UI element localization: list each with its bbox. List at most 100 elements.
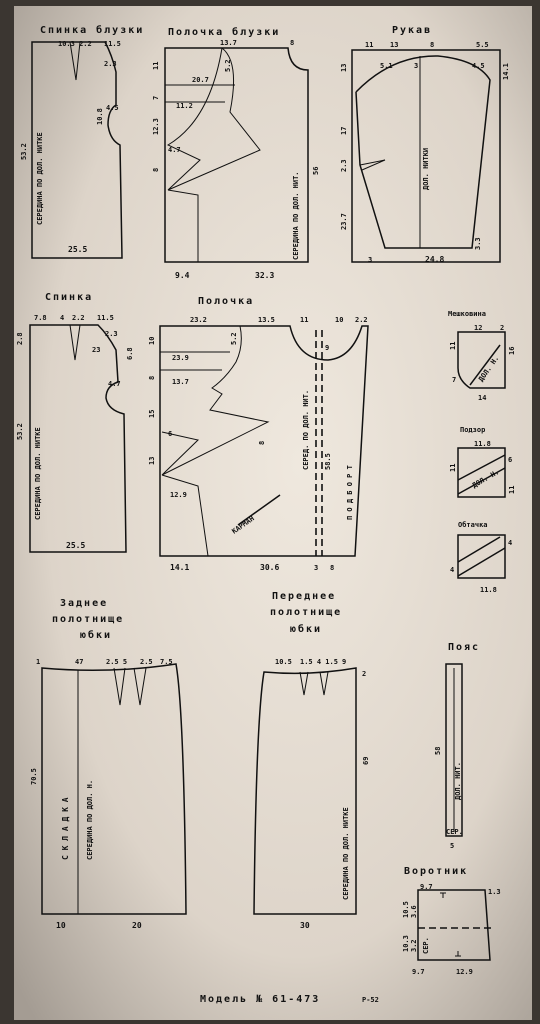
dim-bs-75: 7.5 <box>160 658 173 666</box>
dim-front-8c: 8 <box>330 564 334 572</box>
dim-sleeve-23: 2.3 <box>340 159 348 172</box>
paper-background <box>14 6 532 1020</box>
dim-back-115: 11.5 <box>97 314 114 322</box>
title-facing-pocket: Подзор <box>460 426 485 434</box>
dim-blouse-front-52: 5.2 <box>224 59 232 72</box>
dim-back-28: 2.8 <box>16 332 24 345</box>
dim-blouse-front-137: 13.7 <box>220 39 237 47</box>
dim-front-129: 12.9 <box>170 491 187 499</box>
dim-mk-7: 7 <box>452 376 456 384</box>
dim-blouse-front-94: 9.4 <box>175 271 190 280</box>
dim-sleeve-248: 24.8 <box>425 255 444 264</box>
piece-back: Спинка 7.8 4 2.2 11.5 2.3 6.8 23 4.7 2.8… <box>16 292 134 553</box>
dim-col-36: 3.6 <box>410 905 418 918</box>
dim-back-68: 6.8 <box>126 347 134 360</box>
dim-fs-9: 9 <box>342 658 346 666</box>
dim-sleeve-13: 13 <box>390 41 398 49</box>
dim-sleeve-33: 3.3 <box>474 237 482 250</box>
dim-back-23b: 23 <box>92 346 100 354</box>
title-back-skirt-3: юбки <box>80 629 112 641</box>
dim-back-47: 4.7 <box>108 380 121 388</box>
piece-front: Полочка 23.2 13.5 11 10 2.2 10 5.2 23.9 … <box>148 296 369 572</box>
title-belt: Пояс <box>448 642 480 653</box>
dim-pz-118: 11.8 <box>474 440 491 448</box>
piece-sleeve: Рукав 11 13 8 5.5 13 5.1 3 4.5 14.1 17 2… <box>340 25 510 264</box>
dim-front-232: 23.2 <box>190 316 207 324</box>
dim-blouse-front-112: 11.2 <box>176 102 193 110</box>
dim-bs-10: 10 <box>56 921 66 930</box>
title-collar: Воротник <box>404 866 468 877</box>
dim-sleeve-237: 23.7 <box>340 213 348 230</box>
piece-belt: Пояс 58 ДОЛ. НИТ. СЕР. 5 <box>434 642 480 850</box>
dim-fs-154: 1.5 4 1.5 <box>300 658 338 666</box>
dim-front-8b: 8 <box>258 441 266 445</box>
dim-front-141: 14.1 <box>170 563 189 572</box>
dim-back-255: 25.5 <box>66 541 85 550</box>
dim-mk-12: 12 <box>474 324 482 332</box>
dim-fs-30: 30 <box>300 921 310 930</box>
title-blouse-back: Спинка блузки <box>40 24 144 36</box>
dim-front-137: 13.7 <box>172 378 189 386</box>
title-sleeve: Рукав <box>392 25 432 36</box>
title-back: Спинка <box>45 292 93 303</box>
dim-front-239: 23.9 <box>172 354 189 362</box>
dim-fs-105: 10.5 <box>275 658 292 666</box>
dim-col-97b: 9.7 <box>412 968 425 976</box>
grain-front: СЕРЕД. ПО ДОЛ. НИТ. <box>302 390 310 470</box>
dim-bs-20: 20 <box>132 921 142 930</box>
dim-bs-1: 1 <box>36 658 40 666</box>
dim-ob-4: 4 <box>508 539 512 547</box>
dim-belt-58: 58 <box>434 747 442 755</box>
dim-mk-16: 16 <box>508 347 516 355</box>
grain-blouse-front: СЕРЕДИНА ПО ДОЛ. НИТ. <box>292 171 300 260</box>
dim-front-3: 3 <box>314 564 318 572</box>
dim-back-4: 4 <box>60 314 64 322</box>
dim-blouse-front-8: 8 <box>290 39 294 47</box>
grain-back-skirt-fold: С К Л А Д К А <box>61 797 70 860</box>
grain-blouse-back: СЕРЕДИНА ПО ДОЛ. НИТКЕ <box>36 132 44 225</box>
dim-pz-11: 11 <box>449 464 457 472</box>
dim-col-105: 10.5 <box>402 901 410 918</box>
dim-front-22: 2.2 <box>355 316 368 324</box>
dim-front-135: 13.5 <box>258 316 275 324</box>
grain-belt: ДОЛ. НИТ. <box>454 762 462 800</box>
piece-blouse-back: Спинка блузки 10.3 2.2 11.5 2.3 4.5 10.8… <box>20 24 144 259</box>
dim-sleeve-55: 5.5 <box>476 41 489 49</box>
grain-back: СЕРЕДИНА ПО ДОЛ. НИТКЕ <box>34 427 42 520</box>
piece-back-skirt: Заднее полотнище юбки 47 2.5 5 2.5 7.5 1… <box>30 598 187 930</box>
grain-front-bort: П О Д Б О Р Т <box>346 465 354 520</box>
grain-collar: СЕР. <box>422 937 430 954</box>
dim-blouse-front-56: 56 <box>312 167 320 175</box>
dim-back-23: 2.3 <box>105 330 118 338</box>
dim-front-8: 8 <box>148 376 156 380</box>
dim-col-32: 3.2 <box>410 939 418 952</box>
dim-col-129: 12.9 <box>456 968 473 976</box>
title-back-skirt-2: полотнище <box>52 614 124 625</box>
dim-front-13: 13 <box>148 457 156 465</box>
dim-blouse-front-11: 11 <box>152 62 160 70</box>
dim-sleeve-45: 4.5 <box>472 62 485 70</box>
title-blouse-front: Полочка блузки <box>168 26 280 38</box>
dim-back-78: 7.8 <box>34 314 47 322</box>
dim-belt-5: 5 <box>450 842 454 850</box>
dim-front-10b: 10 <box>148 337 156 345</box>
dim-mk-2: 2 <box>500 324 504 332</box>
dim-blouse-back-255: 25.5 <box>68 245 87 254</box>
dim-blouse-back-right: 11.5 <box>104 40 121 48</box>
dim-col-13: 1.3 <box>488 888 501 896</box>
dim-mk-14: 14 <box>478 394 486 402</box>
dim-blouse-back-top: 10.3 2.2 <box>58 40 92 48</box>
dim-blouse-front-123: 12.3 <box>152 118 160 135</box>
dim-sleeve-13a: 13 <box>340 64 348 72</box>
dim-bs-705: 70.5 <box>30 768 38 785</box>
dim-front-306: 30.6 <box>260 563 279 572</box>
piece-collar: Воротник 9.7 1.3 10.5 3.6 10.3 3.2 СЕР. … <box>402 866 501 976</box>
dim-pz-11b: 11 <box>508 486 516 494</box>
dim-mk-11: 11 <box>449 342 457 350</box>
dim-sleeve-3b: 3 <box>368 256 372 264</box>
dim-col-103: 10.3 <box>402 935 410 952</box>
dim-blouse-front-323: 32.3 <box>255 271 274 280</box>
title-facing: Обтачка <box>458 521 488 529</box>
dim-front-15: 15 <box>148 410 156 418</box>
title-back-skirt-1: Заднее <box>60 598 108 609</box>
